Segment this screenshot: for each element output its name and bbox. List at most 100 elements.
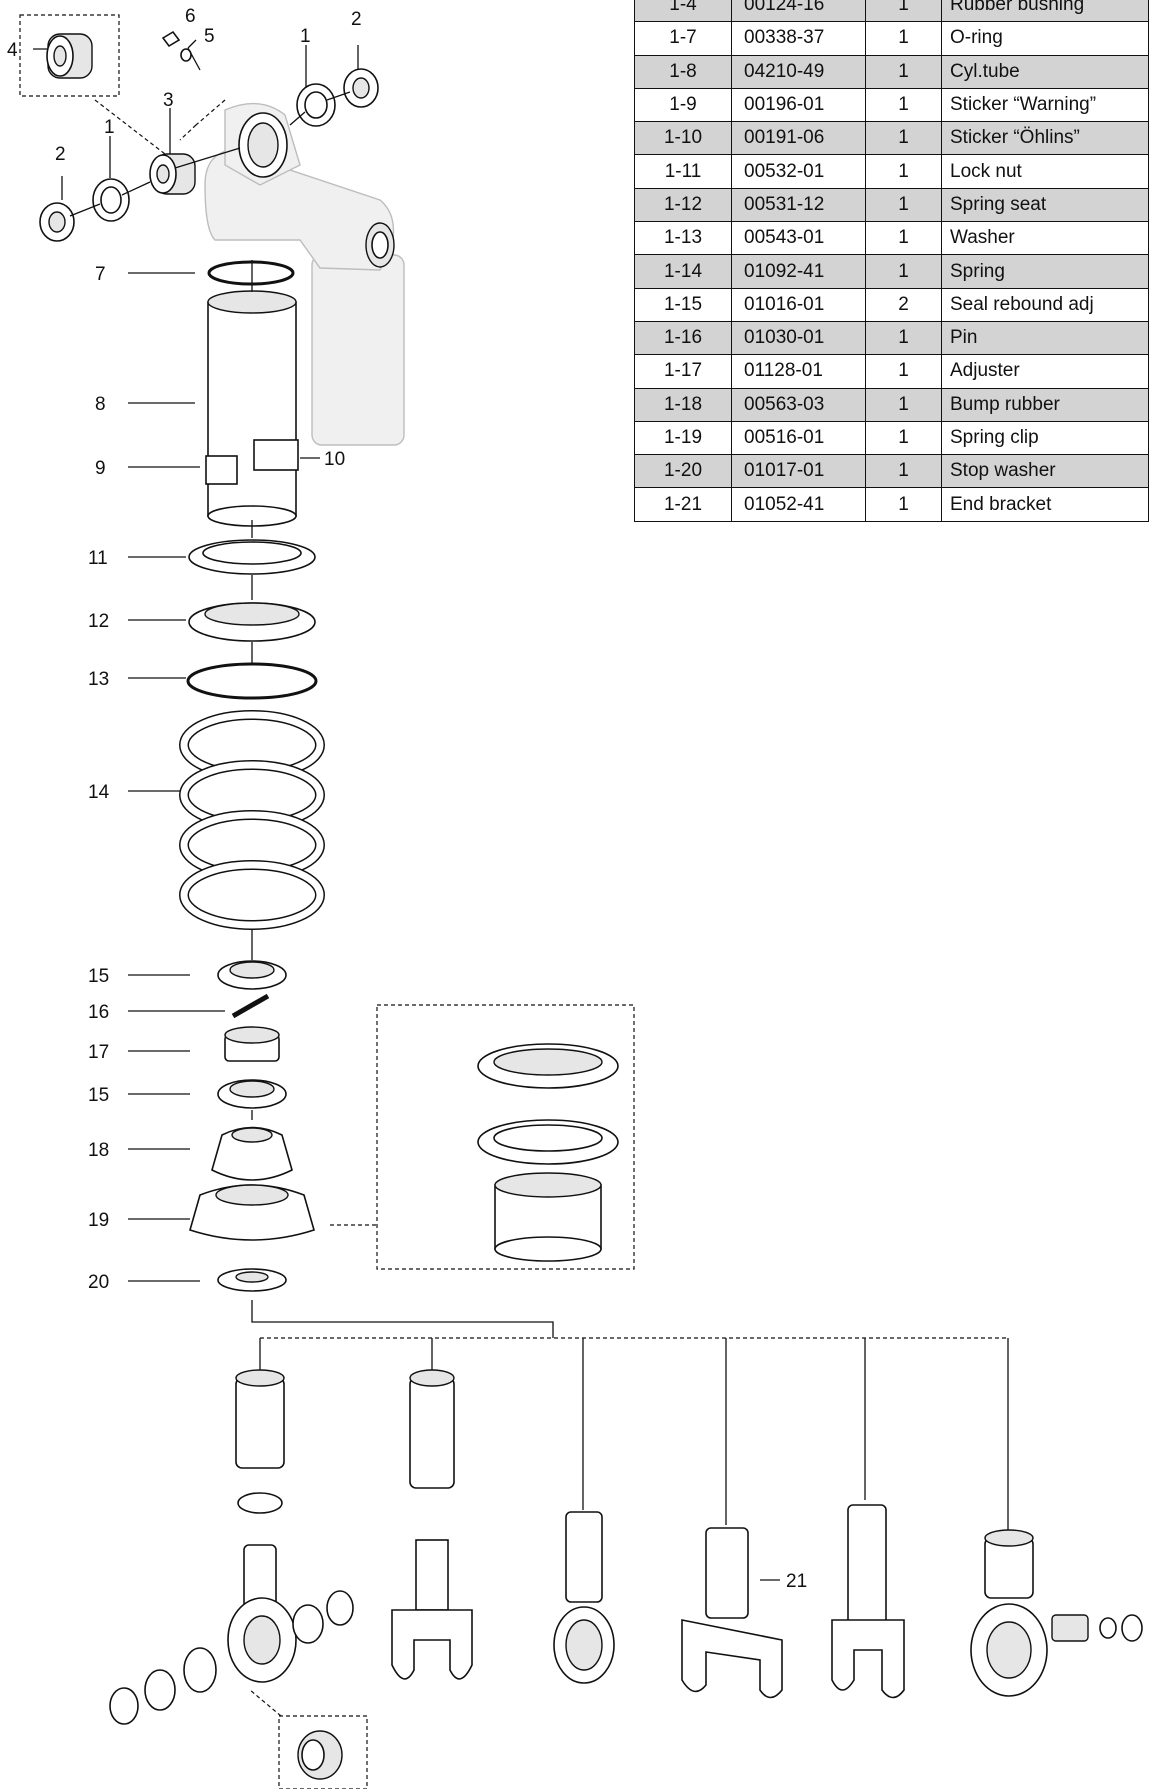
part-number-cell: 01016-01 xyxy=(731,287,866,322)
callout-13: 13 xyxy=(88,669,109,690)
callout-2b: 2 xyxy=(351,9,362,30)
callout-6: 6 xyxy=(185,6,196,27)
description-cell: Lock nut xyxy=(941,154,1149,189)
position-cell: 1-8 xyxy=(634,54,732,89)
spring-part xyxy=(179,710,325,930)
shock-body-ghost xyxy=(204,102,405,446)
end-bracket-5 xyxy=(831,1504,905,1699)
position-cell: 1-18 xyxy=(634,387,732,422)
position-cell: 1-19 xyxy=(634,420,732,456)
quantity-cell: 1 xyxy=(865,354,942,389)
position-cell: 1-21 xyxy=(634,487,732,522)
callout-21: 21 xyxy=(786,1571,807,1592)
description-cell: Spring clip xyxy=(941,420,1149,456)
position-cell: 1-10 xyxy=(634,121,732,156)
callout-2a: 2 xyxy=(55,144,66,165)
description-cell: Adjuster xyxy=(941,354,1149,389)
position-cell: 1-14 xyxy=(634,254,732,289)
position-cell: 1-9 xyxy=(634,87,732,123)
callout-10: 10 xyxy=(324,449,345,470)
callout-3: 3 xyxy=(163,90,174,111)
callout-19: 19 xyxy=(88,1210,109,1231)
end-bracket-leaders xyxy=(251,1300,1009,1535)
position-cell: 1-12 xyxy=(634,187,732,223)
quantity-cell: 1 xyxy=(865,0,942,23)
part-number-cell: 00532-01 xyxy=(731,154,866,189)
part-number-cell: 00191-06 xyxy=(731,121,866,156)
callout-8: 8 xyxy=(95,394,106,415)
position-cell: 1-20 xyxy=(634,454,732,489)
description-cell: Seal rebound adj xyxy=(941,287,1149,322)
description-cell: Spring xyxy=(941,254,1149,289)
quantity-cell: 1 xyxy=(865,154,942,189)
callout-11: 11 xyxy=(88,548,108,569)
part-number-cell: 00543-01 xyxy=(731,221,866,256)
description-cell: Stop washer xyxy=(941,454,1149,489)
callout-4: 4 xyxy=(7,40,18,61)
callout-5: 5 xyxy=(204,26,215,47)
quantity-cell: 1 xyxy=(865,121,942,156)
callout-20: 20 xyxy=(88,1272,109,1293)
part-number-cell: 01092-41 xyxy=(731,254,866,289)
washer-part xyxy=(186,662,318,700)
callout-15b: 15 xyxy=(88,1085,109,1106)
quantity-cell: 1 xyxy=(865,187,942,223)
callout-numbers: 1 1 2 2 3 4 5 6 7 8 9 10 11 12 13 14 15 … xyxy=(7,6,807,1592)
callout-14: 14 xyxy=(88,782,110,803)
part-number-cell: 00196-01 xyxy=(731,87,866,123)
callout-18: 18 xyxy=(88,1140,109,1161)
part-number-cell: 01030-01 xyxy=(731,320,866,356)
end-bracket-6 xyxy=(970,1529,1143,1697)
description-cell: End bracket xyxy=(941,487,1149,522)
description-cell: Sticker “Öhlins” xyxy=(941,121,1149,156)
quantity-cell: 1 xyxy=(865,221,942,256)
position-cell: 1-11 xyxy=(634,154,732,189)
part-number-cell: 00563-03 xyxy=(731,387,866,422)
quantity-cell: 1 xyxy=(865,387,942,422)
lock-nut-part xyxy=(188,539,316,575)
part-number-cell: 01017-01 xyxy=(731,454,866,489)
end-bracket-4 xyxy=(681,1527,783,1699)
part-number-cell: 00124-16 xyxy=(731,0,866,23)
quantity-cell: 1 xyxy=(865,254,942,289)
callout-1a: 1 xyxy=(104,117,115,138)
position-cell: 1-13 xyxy=(634,221,732,256)
callout-leaders xyxy=(33,39,780,1717)
description-cell: Bump rubber xyxy=(941,387,1149,422)
part-number-cell: 00531-12 xyxy=(731,187,866,223)
description-cell: Pin xyxy=(941,320,1149,356)
quantity-cell: 1 xyxy=(865,487,942,522)
spring-seat-part xyxy=(188,602,316,642)
part-number-cell: 01128-01 xyxy=(731,354,866,389)
callout-15a: 15 xyxy=(88,966,109,987)
end-bracket-1 xyxy=(109,1369,368,1789)
quantity-cell: 1 xyxy=(865,54,942,89)
quantity-cell: 1 xyxy=(865,87,942,123)
position-cell: 1-4 xyxy=(634,0,732,23)
quantity-cell: 2 xyxy=(865,287,942,322)
description-cell: Rubber bushing xyxy=(941,0,1149,23)
cylinder-tube-part xyxy=(205,290,299,527)
position-cell: 1-7 xyxy=(634,21,732,56)
quantity-cell: 1 xyxy=(865,320,942,356)
part-number-cell: 00516-01 xyxy=(731,420,866,456)
quantity-cell: 1 xyxy=(865,21,942,56)
quantity-cell: 1 xyxy=(865,454,942,489)
end-bracket-2 xyxy=(391,1369,473,1680)
callout-17: 17 xyxy=(88,1042,109,1063)
description-cell: O-ring xyxy=(941,21,1149,56)
small-stack-parts xyxy=(189,960,315,1292)
o-ring-part xyxy=(207,260,295,286)
